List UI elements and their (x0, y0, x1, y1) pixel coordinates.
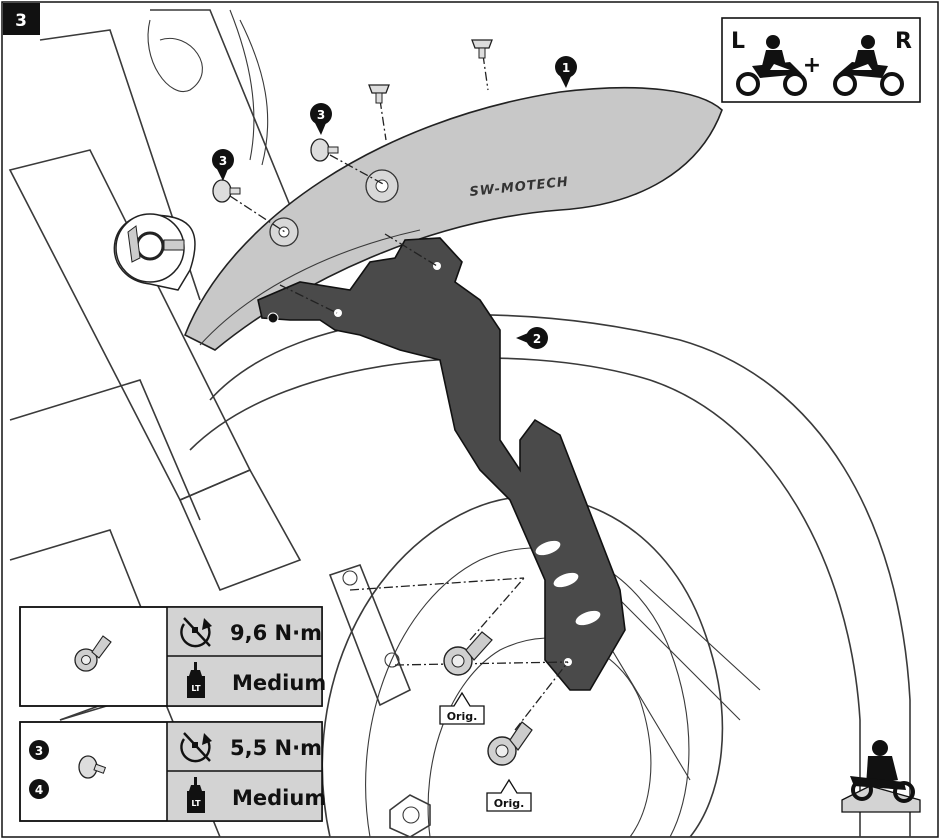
torque-wrench-icon (180, 732, 212, 763)
screw-top-right (471, 39, 493, 59)
svg-text:1: 1 (562, 61, 570, 75)
svg-text:LT: LT (191, 799, 201, 808)
svg-text:3: 3 (317, 108, 325, 122)
clip-detail-icon (113, 213, 196, 291)
callout-3-lower: 3 (212, 149, 234, 181)
motorcycle-lineart (8, 9, 911, 838)
step-badge: 3 (3, 3, 40, 35)
screw-left-lower (212, 179, 241, 203)
part-3-marker: 3 (29, 740, 49, 760)
screw-top-mid (368, 84, 390, 104)
left-bike-icon (736, 35, 807, 96)
orig-bolt-lower (487, 721, 533, 766)
callout-3-upper: 3 (310, 103, 332, 135)
torque-value-1: 9,6 N·m (230, 621, 322, 645)
svg-text:2: 2 (533, 332, 541, 346)
orig-bolt-upper (443, 631, 493, 676)
callout-2: 2 (516, 327, 548, 349)
svg-text:Orig.: Orig. (494, 797, 525, 810)
svg-text:3: 3 (35, 744, 43, 758)
torque-value-2: 5,5 N·m (230, 736, 322, 760)
orig-bolts (443, 631, 533, 766)
orig-tag-lower: Orig. (486, 778, 532, 812)
svg-text:4: 4 (35, 783, 43, 797)
right-bike-icon (833, 35, 904, 96)
torque-wrench-icon (180, 617, 212, 648)
bracket-part (257, 237, 626, 691)
svg-text:3: 3 (219, 154, 227, 168)
step-number: 3 (15, 11, 27, 31)
screw-icon (78, 755, 107, 779)
fender-part: SW-MOTECH (183, 86, 723, 351)
rider-icon (841, 740, 921, 813)
screws-3 (212, 39, 493, 203)
bolt-icon (74, 635, 112, 672)
svg-text:R: R (895, 29, 912, 54)
orig-tag-upper: Orig. (439, 691, 485, 725)
spec-box-2: 3 4 5,5 N·m LT Medium (19, 721, 326, 822)
spec-box-1: 9,6 N·m LT Medium (19, 606, 326, 707)
assembly-lines (229, 54, 569, 731)
svg-text:Orig.: Orig. (447, 710, 478, 723)
part-4-marker: 4 (29, 779, 49, 799)
svg-text:LT: LT (191, 684, 201, 693)
threadlocker-icon: LT (187, 777, 205, 813)
screw-left-upper (310, 138, 339, 162)
svg-text:L: L (731, 29, 745, 54)
threadlocker-icon: LT (187, 662, 205, 698)
callout-1: 1 (555, 56, 577, 88)
side-both-icon: L R + (721, 17, 921, 103)
locking-strength-1: Medium (232, 671, 326, 695)
svg-text:+: + (803, 53, 821, 78)
locking-strength-2: Medium (232, 786, 326, 810)
